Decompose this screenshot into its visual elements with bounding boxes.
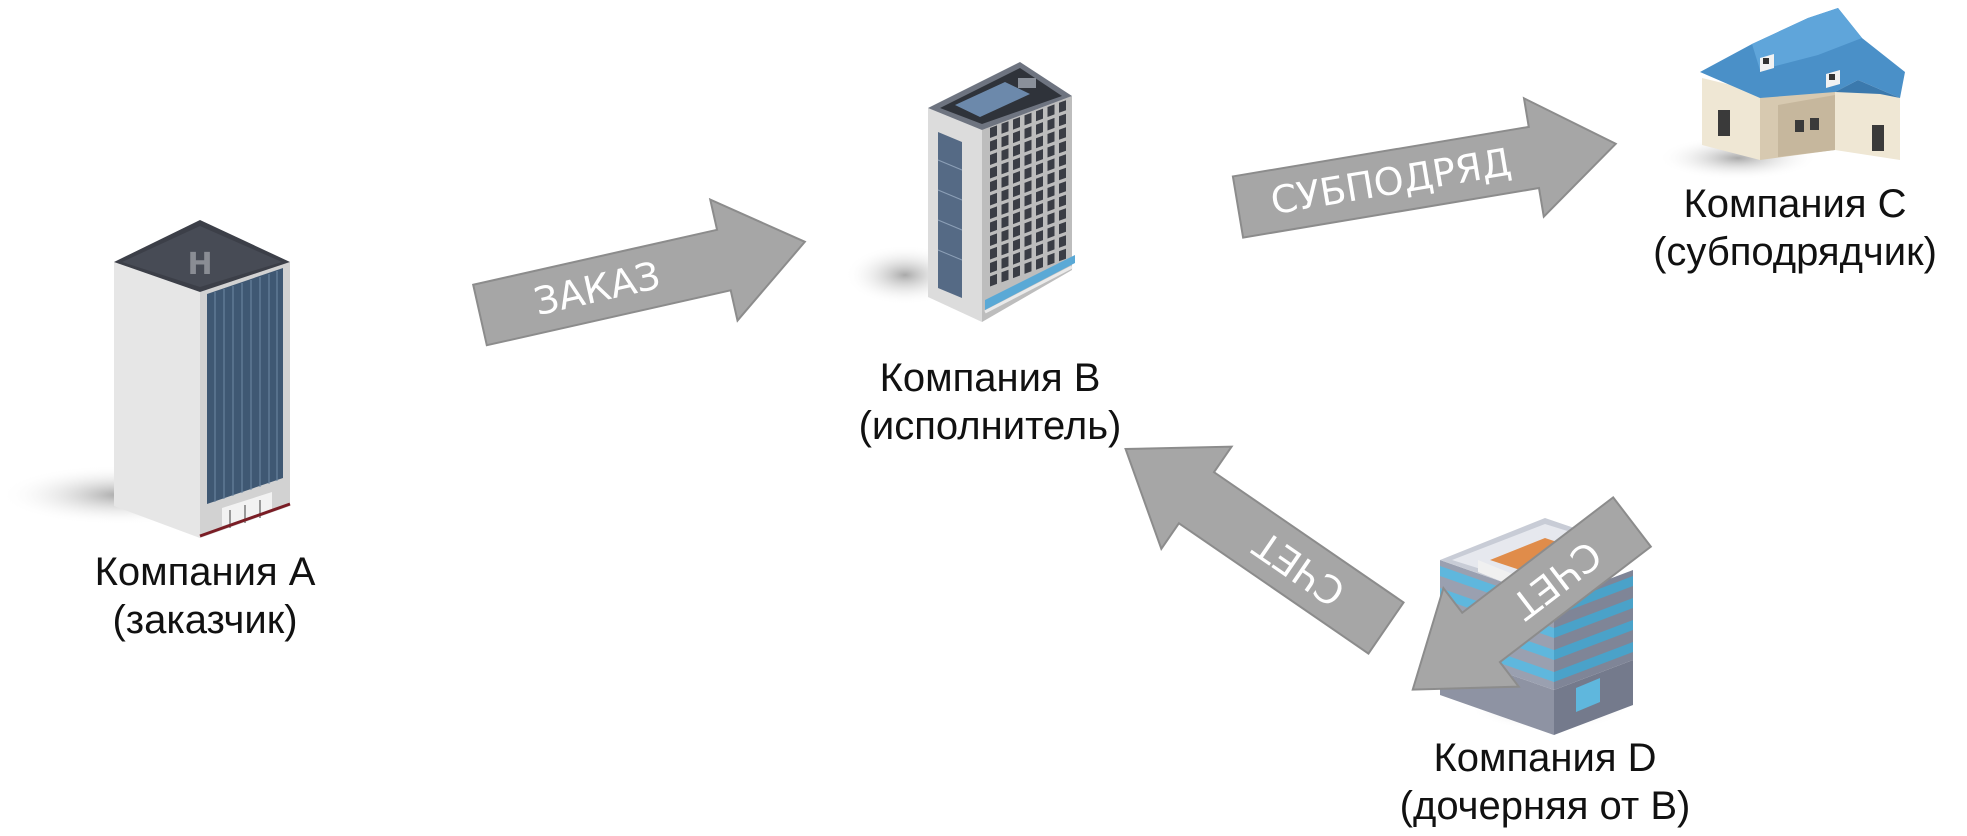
company-a-name: Компания А xyxy=(94,550,316,594)
arrow-order: ЗАКАЗ xyxy=(471,197,807,347)
company-b-label: Компания В (исполнитель) xyxy=(790,354,1190,450)
company-d-label: Компания D (дочерняя от В) xyxy=(1345,734,1745,830)
company-d-name: Компания D xyxy=(1433,736,1657,780)
company-c-label: Компания С (субподрядчик) xyxy=(1625,180,1965,276)
company-d-role: (дочерняя от В) xyxy=(1399,784,1691,828)
company-a-label: Компания А (заказчик) xyxy=(0,548,410,644)
house-icon xyxy=(1658,8,1905,180)
office-building-icon xyxy=(845,62,1075,322)
company-c-name: Компания С xyxy=(1683,182,1907,226)
company-b-name: Компания В xyxy=(879,356,1101,400)
company-c-role: (субподрядчик) xyxy=(1653,230,1937,274)
company-b-role: (исполнитель) xyxy=(858,404,1122,448)
company-a-role: (заказчик) xyxy=(112,598,298,642)
arrow-invoice-d-to-b: СЧЕТ xyxy=(1124,445,1405,655)
arrow-subcontract: СУБПОДРЯД xyxy=(1231,96,1618,239)
svg-text:H: H xyxy=(187,247,212,282)
office-tower-helipad-icon: H xyxy=(0,220,291,538)
